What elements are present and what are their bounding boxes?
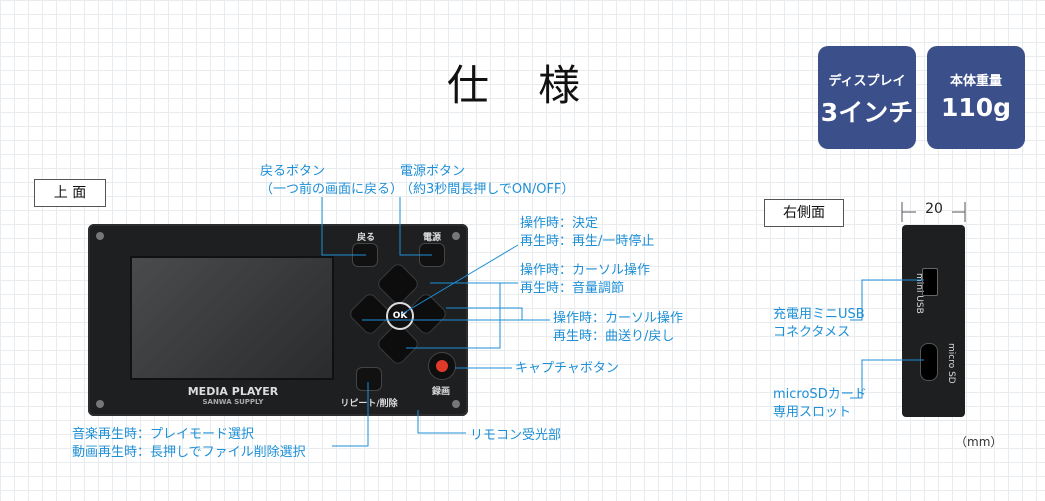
weight-badge-value: 110g: [940, 93, 1012, 122]
capture-button[interactable]: [428, 352, 456, 380]
capture-callout: キャプチャボタン: [515, 361, 619, 376]
back-button-label: 戻る: [356, 233, 375, 243]
repeat-callout: 音楽再生時：プレイモード選択 動画再生時：長押しでファイル削除選択: [72, 426, 306, 462]
ok-callout: 操作時：決定 再生時：再生/一時停止: [520, 215, 654, 251]
updown-callout-line1: 操作時：カーソル操作: [520, 263, 651, 278]
remote-callout: リモコン受光部: [470, 428, 562, 443]
display-badge-value: 3インチ: [820, 98, 914, 127]
ok-button[interactable]: OK: [386, 302, 414, 330]
usb-callout-line1: 充電用ミニUSB: [773, 307, 865, 322]
device-side-view: mini USB micro SD: [902, 225, 965, 417]
repeat-delete-label: リピート/削除: [340, 399, 398, 409]
repeat-callout-line2: 動画再生時：長押しでファイル削除選択: [72, 445, 306, 460]
back-callout-line2: （一つ前の画面に戻る）: [260, 182, 404, 197]
brand-label: MEDIA PLAYER: [187, 385, 279, 398]
display-badge-label: ディスプレイ: [828, 74, 906, 89]
power-callout-line2: （約3秒間長押しでON/OFF）: [400, 182, 575, 197]
ok-callout-line1: 操作時：決定: [520, 216, 599, 231]
screw: [96, 232, 104, 240]
sd-callout-line2: 専用スロット: [773, 405, 852, 420]
dpad-up-button[interactable]: [375, 261, 421, 307]
sd-callout: microSDカード 専用スロット: [773, 386, 867, 422]
device-top-view: MEDIA PLAYER SANWA SUPPLY 戻る 電源 OK リピート/…: [88, 224, 468, 416]
back-callout: 戻るボタン （一つ前の画面に戻る）: [260, 163, 403, 199]
leftright-callout-line2: 再生時：曲送り/戻し: [553, 329, 675, 344]
page-title: 仕 様: [446, 61, 599, 110]
top-view-label: 上 面: [34, 179, 106, 207]
power-button[interactable]: [419, 243, 445, 267]
right-view-label: 右側面: [764, 199, 844, 227]
weight-badge-label: 本体重量: [949, 74, 1002, 89]
updown-callout-line2: 再生時：音量調節: [520, 281, 625, 296]
screw: [452, 232, 460, 240]
repeat-callout-line1: 音楽再生時：プレイモード選択: [72, 427, 255, 442]
ok-callout-line2: 再生時：再生/一時停止: [520, 234, 655, 249]
lcd-screen: [130, 256, 334, 380]
usb-callout: 充電用ミニUSB コネクタメス: [773, 306, 865, 342]
weight-badge: 本体重量 110g: [927, 46, 1025, 149]
screw: [96, 400, 104, 408]
back-button[interactable]: [352, 243, 378, 267]
back-callout-line1: 戻るボタン: [260, 164, 326, 179]
sub-brand-label: SANWA SUPPLY: [202, 398, 264, 406]
micro-sd-slot: [920, 343, 938, 381]
width-dimension: 20: [925, 201, 943, 217]
power-callout-line1: 電源ボタン: [400, 164, 466, 179]
sd-callout-line1: microSDカード: [773, 387, 867, 402]
updown-callout: 操作時：カーソル操作 再生時：音量調節: [520, 262, 650, 298]
leftright-callout-line1: 操作時：カーソル操作: [553, 311, 684, 326]
record-label: 録画: [431, 387, 450, 397]
mini-usb-label: mini USB: [914, 273, 924, 314]
power-button-label: 電源: [422, 233, 441, 243]
usb-callout-line2: コネクタメス: [773, 325, 851, 340]
screw: [452, 400, 460, 408]
leftright-callout: 操作時：カーソル操作 再生時：曲送り/戻し: [553, 310, 683, 346]
repeat-delete-button[interactable]: [356, 367, 382, 391]
micro-sd-label: micro SD: [946, 343, 956, 384]
power-callout: 電源ボタン （約3秒間長押しでON/OFF）: [400, 163, 574, 199]
mini-usb-port: [922, 268, 938, 296]
display-size-badge: ディスプレイ 3インチ: [818, 46, 916, 149]
unit-label: （mm）: [955, 435, 1003, 449]
